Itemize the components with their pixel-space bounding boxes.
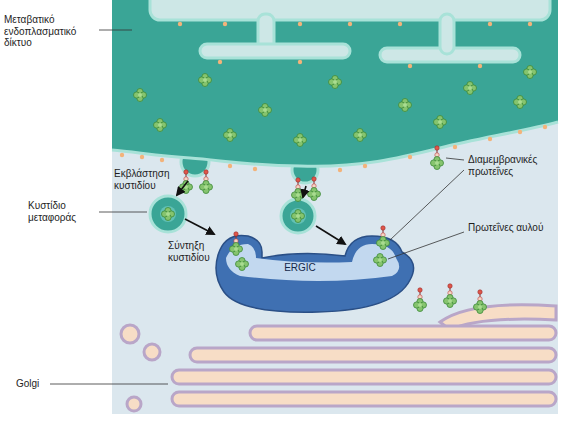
organelle-name: ERGIC: [270, 262, 330, 274]
process-label: Εκβλάστηση κυστιδίου: [114, 168, 174, 191]
part-label: Κυστίδιο μεταφοράς: [28, 200, 96, 223]
organelle-name: Golgi: [16, 378, 50, 390]
part-label: Πρωτεΐνες αυλού: [468, 222, 548, 234]
process-label: Σύντηξη κυστιδίου: [168, 240, 216, 263]
part-label: Διαμεμβρανικές πρωτεΐνες: [468, 154, 558, 177]
region-label: Μεταβατικό ενδοπλασματικό δίκτυο: [4, 14, 96, 49]
